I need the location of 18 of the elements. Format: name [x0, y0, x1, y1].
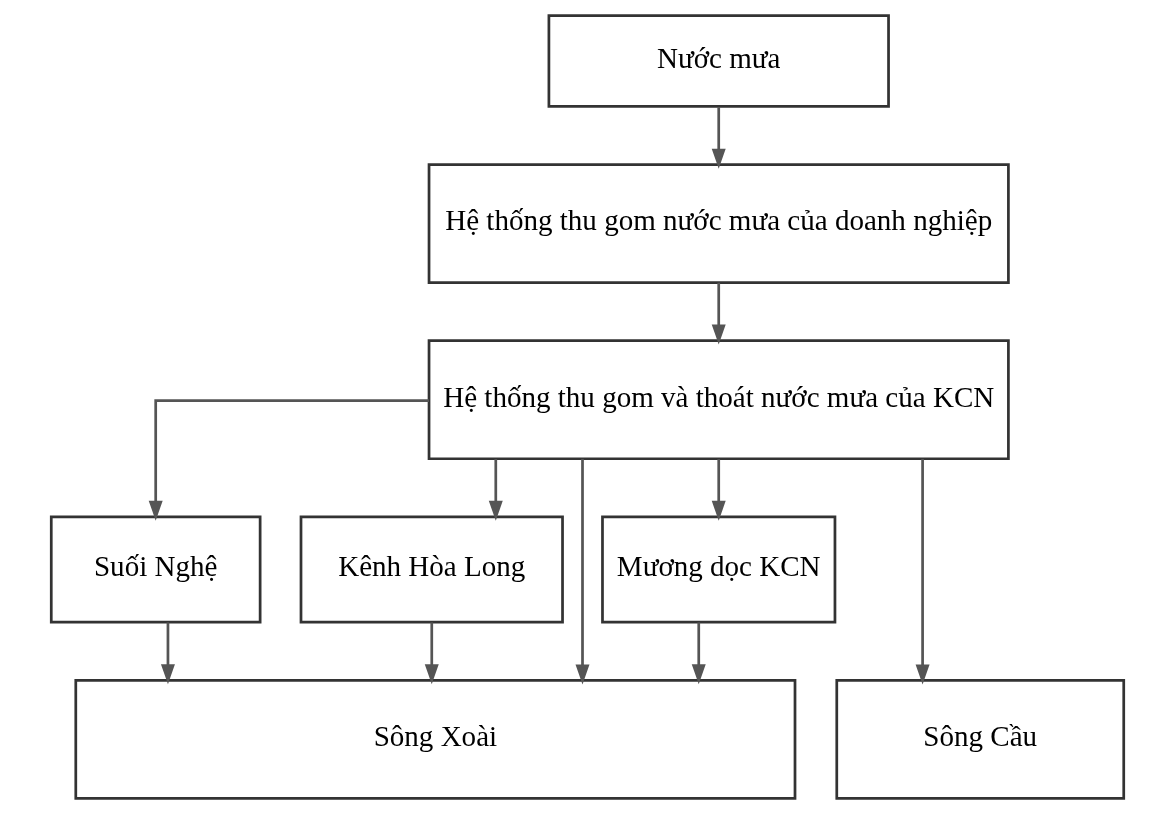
arrow	[711, 282, 726, 345]
arrow	[424, 622, 439, 685]
node-box: Suối Nghệ	[49, 515, 262, 624]
arrow	[148, 399, 429, 521]
node-box: Sông Cầu	[835, 679, 1126, 800]
node-box: Nước mưa	[547, 14, 890, 108]
arrow	[488, 459, 503, 521]
node-box: Hệ thống thu gom nước mưa của doanh nghiệp	[427, 163, 1010, 284]
arrow	[575, 458, 590, 685]
arrow	[711, 107, 726, 169]
node-box: Kênh Hòa Long	[299, 515, 564, 624]
arrow	[915, 458, 930, 685]
node-box: Mương dọc KCN	[601, 515, 837, 624]
arrow	[711, 459, 726, 521]
node-box: Hệ thống thu gom và thoát nước mưa của KCN	[427, 339, 1010, 461]
arrow	[691, 622, 706, 685]
node-box: Sông Xoài	[74, 679, 797, 800]
arrow	[160, 622, 175, 685]
